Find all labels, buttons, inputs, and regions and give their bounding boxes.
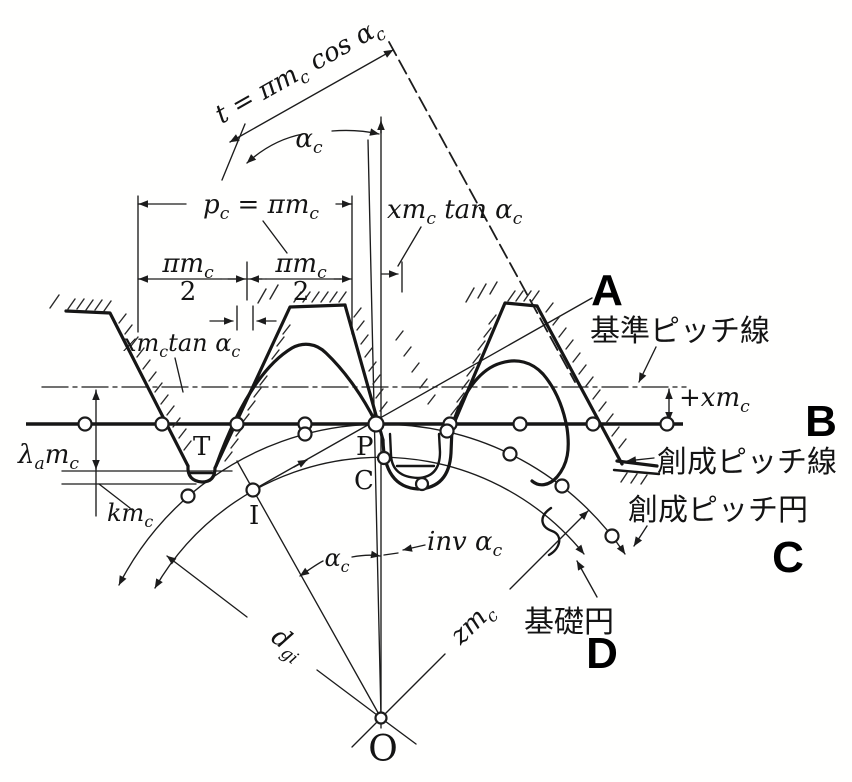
label-reference-pitch-line: 基準ピッチ線	[590, 314, 770, 349]
rack-flank-left-tooth-right	[213, 303, 347, 470]
point-label-c: C	[354, 466, 374, 496]
label-pitch-diameter: zmc	[444, 596, 503, 655]
label-pressure-angle-top: αc	[295, 124, 323, 158]
limit-diameter-line-outer	[166, 555, 248, 618]
annotation-d: D	[586, 629, 618, 678]
annotation-b: B	[805, 397, 837, 446]
pressure-angle-bottom-arc-right	[351, 550, 381, 559]
limit-diameter-stub	[380, 717, 417, 745]
label-pressure-angle-bottom: αc	[324, 544, 349, 576]
label-half-pitch-right-denominator: 2	[293, 277, 310, 307]
rolling-position-dots	[77, 416, 675, 544]
point-label-o: O	[368, 729, 398, 770]
rack-tooth-tip-left	[186, 464, 217, 484]
rack-flank-right-space-right	[535, 304, 624, 466]
label-half-pitch-left-numerator: πmc	[161, 249, 214, 283]
rack-tip-right-outer	[615, 459, 659, 468]
gear-tooth-flank-left	[214, 342, 377, 468]
rack-cutter-profile	[64, 309, 190, 468]
label-generating-pitch-circle: 創成ピッチ円	[628, 493, 808, 528]
rack-tip-right-inner	[612, 468, 661, 476]
radial-line-oi	[236, 460, 382, 719]
base-circle-leader	[576, 560, 598, 598]
base-circle-arc	[154, 456, 585, 589]
label-limit-diameter: dgi	[263, 622, 310, 669]
label-generating-pitch-line: 創成ピッチ線	[657, 445, 837, 480]
rack-hatching	[49, 281, 648, 485]
base-circle-break-squiggle	[541, 506, 561, 557]
label-cutter-addendum: λamc	[17, 440, 79, 474]
base-pitch-witness-line	[221, 123, 246, 181]
gear-tooth-flank-right	[450, 359, 570, 487]
reference-pitch-line-leader	[638, 346, 657, 383]
label-half-pitch-right-numerator: πmc	[274, 249, 327, 283]
label-profile-shift: +xmc	[679, 383, 750, 417]
generating-pitch-circle-leader	[633, 525, 648, 547]
shift-tan-left-leader	[174, 357, 184, 393]
pressure-angle-top-arc-right	[331, 128, 380, 136]
line-of-action-arrow	[293, 459, 308, 468]
point-label-t: T	[193, 432, 211, 462]
point-label-p: P	[356, 432, 374, 462]
pitch-radius-stub	[351, 717, 382, 748]
pressure-angle-bottom-tail	[383, 552, 399, 556]
label-clearance: kmc	[107, 499, 153, 531]
label-shift-tan-top: xmc tan αc	[387, 195, 523, 229]
shift-offset-dimension-top	[381, 226, 422, 293]
label-shift-tan-left: xmctan αc	[123, 329, 240, 361]
interference-point-dot	[245, 482, 261, 498]
label-pitch-dimension: pc = πmc	[203, 190, 319, 224]
pitch-point-dot	[367, 415, 385, 433]
cut-tooth-space-inner	[388, 432, 442, 480]
limit-diameter-line-inner	[316, 669, 382, 719]
addendum-dimension-group	[61, 389, 233, 517]
label-involute-angle: inv αc	[427, 527, 503, 561]
pressure-angle-bottom-arc-left	[299, 560, 324, 577]
label-base-pitch: t = πmc cos αc	[210, 12, 390, 134]
pitch-radius-line-inner	[380, 653, 446, 719]
pitch-radius-line-outer	[509, 510, 589, 590]
involute-angle-leader	[402, 544, 426, 552]
label-base-circle: 基礎円	[524, 605, 614, 640]
annotation-c: C	[772, 533, 804, 582]
dimension-witness-lines	[137, 195, 353, 335]
gear-center-dot	[374, 711, 388, 725]
base-pitch-dimension-line	[229, 49, 394, 143]
generating-pitch-line-leader	[626, 456, 655, 464]
annotation-a: A	[591, 266, 623, 315]
label-half-pitch-left-denominator: 2	[180, 277, 197, 307]
shift-offset-dimension-left	[209, 305, 277, 331]
phantom-flank-chain-line	[388, 41, 576, 383]
line-of-action	[252, 297, 593, 491]
pitch-dimension-group	[137, 200, 353, 254]
point-label-i: I	[249, 501, 259, 531]
